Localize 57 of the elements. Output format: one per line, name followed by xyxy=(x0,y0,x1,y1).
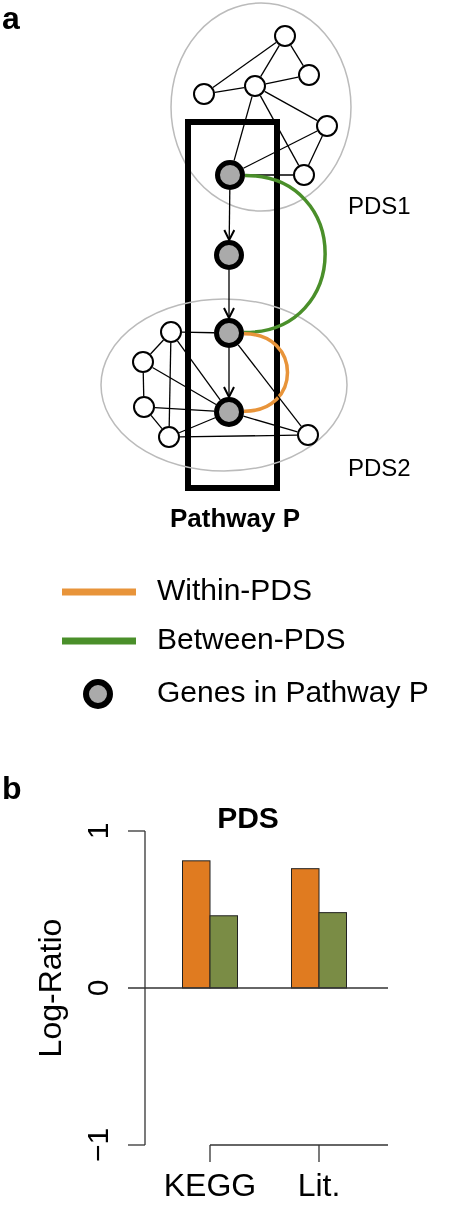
curved-link xyxy=(243,332,290,413)
chart-title: PDS xyxy=(217,801,279,834)
arrow xyxy=(223,189,236,241)
gene-node xyxy=(214,397,244,427)
arrow xyxy=(223,269,235,319)
network-link xyxy=(260,44,280,78)
network-node xyxy=(158,426,180,448)
tick-label: −1 xyxy=(80,1127,114,1163)
network-node xyxy=(293,164,315,186)
arrow xyxy=(223,347,235,398)
cluster-label: PDS2 xyxy=(348,456,411,480)
tick-label: KEGG xyxy=(163,1167,257,1203)
network-link xyxy=(214,87,245,93)
network-link xyxy=(308,135,323,166)
network-link xyxy=(176,340,221,401)
tick-label: 1 xyxy=(80,822,114,840)
network-link xyxy=(149,339,165,355)
network-node xyxy=(133,396,155,418)
network-link xyxy=(259,95,300,166)
network-link xyxy=(242,415,299,433)
network-link xyxy=(168,342,172,427)
network-node xyxy=(274,25,296,47)
pathway-label: Pathway P xyxy=(168,505,302,531)
network-link xyxy=(181,331,215,334)
legend-text: Between-PDS xyxy=(157,624,346,654)
network-node xyxy=(297,424,319,446)
gene-node xyxy=(214,240,244,270)
network-node xyxy=(316,115,338,137)
network-link xyxy=(178,417,216,434)
panel-letter: a xyxy=(2,2,20,34)
network-link xyxy=(263,90,319,122)
tick-label: 0 xyxy=(80,979,114,997)
network-link xyxy=(233,95,253,162)
cluster-label: PDS1 xyxy=(348,194,411,218)
network-node xyxy=(298,64,320,86)
network-link xyxy=(142,372,145,397)
network-node xyxy=(193,83,215,105)
network-link xyxy=(237,344,302,427)
network-link xyxy=(151,366,217,406)
network-node xyxy=(160,321,182,343)
panel-letter: b xyxy=(2,772,22,804)
network-link xyxy=(212,41,277,89)
gene-node xyxy=(215,160,245,190)
legend-text: Genes in Pathway P xyxy=(157,677,429,707)
network-link xyxy=(150,414,163,430)
legend-text: Within-PDS xyxy=(157,575,313,605)
gene-node xyxy=(214,318,244,348)
axis-title: Log-Ratio xyxy=(32,918,68,1058)
network-node xyxy=(132,351,154,373)
network-link xyxy=(265,76,299,85)
network-link xyxy=(179,434,298,438)
tick-label: Lit. xyxy=(297,1167,341,1203)
network-link xyxy=(242,130,318,169)
network-link xyxy=(290,44,304,67)
curved-link xyxy=(243,173,327,335)
network-node xyxy=(244,75,266,97)
network-link xyxy=(154,407,215,412)
